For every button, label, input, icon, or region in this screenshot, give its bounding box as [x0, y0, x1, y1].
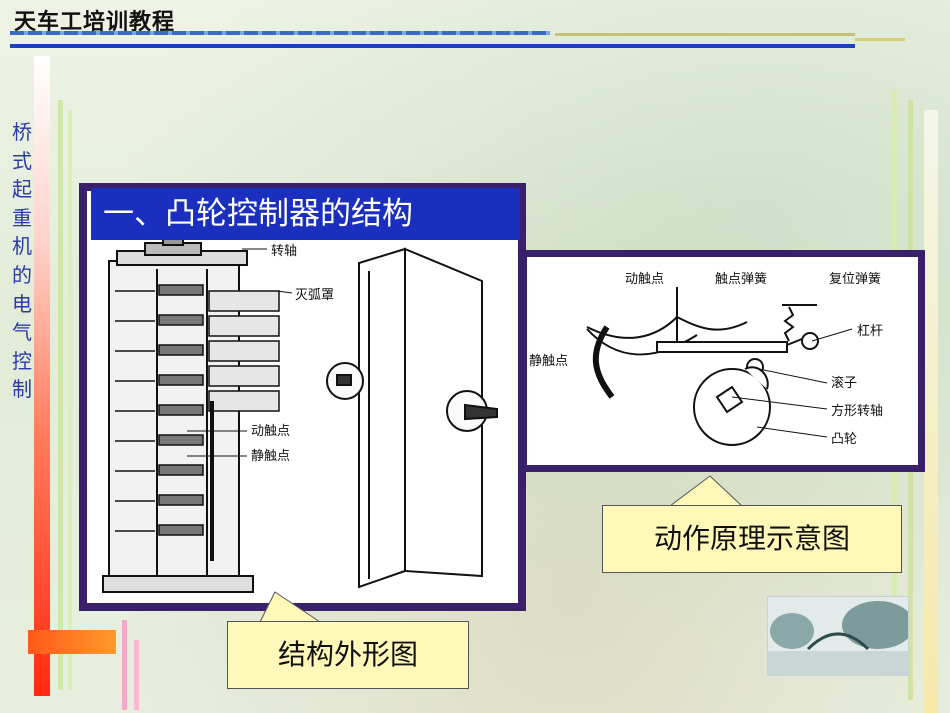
diag-label-roller: 滚子 [831, 375, 857, 391]
contact-rows [115, 284, 204, 536]
landscape-image [768, 597, 914, 675]
controller-cover [326, 247, 498, 589]
diag-label-square-shaft: 方形转轴 [831, 403, 883, 419]
label-static-contact: 静触点 [251, 449, 290, 464]
sidebar-char: 气 [12, 320, 32, 345]
decor-bar-pink [122, 620, 127, 710]
label-arc-shield: 灭弧罩 [295, 288, 334, 303]
structure-callout-pointer [259, 591, 322, 623]
label-moving-contact: 动触点 [251, 424, 290, 439]
structure-callout: 结构外形图 [227, 621, 469, 689]
diag-label-lever: 杠杆 [857, 323, 883, 339]
sidebar-char: 桥 [12, 120, 32, 144]
label-shaft: 转轴 [271, 244, 297, 259]
sidebar-char: 重 [12, 205, 32, 230]
sidebar-char: 起 [12, 177, 32, 202]
arc-shield-stack [208, 290, 280, 412]
principle-leader-lines [731, 328, 853, 438]
decor-block-red [34, 684, 50, 696]
diag-label-cam: 凸轮 [831, 432, 857, 447]
header-rule-dashed [10, 31, 550, 35]
diag-label-static-contact: 静触点 [529, 354, 568, 369]
decor-block-orange [28, 630, 116, 654]
header-rule-blue [10, 44, 855, 48]
decor-bar-red [34, 56, 50, 696]
landscape-thumbnail [767, 596, 914, 676]
leader-lines [187, 248, 293, 457]
decor-bar-green-2 [68, 110, 72, 690]
sidebar-char: 机 [12, 234, 32, 259]
principle-diagram: 动触点 触点弹簧 复位弹簧 杠杆 静触点 滚子 方形转轴 凸轮 [529, 271, 883, 447]
diag-label-moving-contact: 动触点 [625, 272, 664, 287]
sidebar-char: 控 [12, 348, 32, 373]
principle-figure-canvas: 动触点 触点弹簧 复位弹簧 杠杆 静触点 滚子 方形转轴 凸轮 [527, 257, 918, 465]
header-rule-accent [855, 38, 905, 41]
sidebar-char: 的 [12, 262, 32, 287]
structure-figure-canvas: 转轴 灭弧罩 动触点 静触点 [87, 191, 518, 603]
sidebar-char: 电 [12, 291, 32, 316]
diag-label-reset-spring: 复位弹簧 [829, 271, 881, 287]
decor-bar-right-3 [924, 110, 938, 713]
decor-bar-green [58, 100, 63, 690]
principle-callout-pointer [668, 475, 744, 507]
sidebar-char: 式 [12, 148, 32, 173]
sidebar-char: 制 [12, 377, 32, 402]
principle-callout: 动作原理示意图 [602, 505, 902, 573]
cam-controller-drawing: 转轴 灭弧罩 动触点 静触点 [102, 230, 498, 593]
sidebar-vertical-title: 桥 式 起 重 机 的 电 气 控 制 [10, 118, 34, 404]
structure-figure-panel: 转轴 灭弧罩 动触点 静触点 [79, 183, 526, 611]
slide-header-title: 天车工培训教程 [14, 10, 176, 35]
mechanism-lines [586, 287, 819, 446]
section-heading: 一、凸轮控制器的结构 [91, 188, 520, 240]
header-rule-gold [555, 33, 855, 36]
decor-bar-pink-2 [134, 640, 139, 710]
principle-figure-panel: 动触点 触点弹簧 复位弹簧 杠杆 静触点 滚子 方形转轴 凸轮 [520, 250, 925, 472]
diag-label-contact-spring: 触点弹簧 [715, 271, 767, 287]
